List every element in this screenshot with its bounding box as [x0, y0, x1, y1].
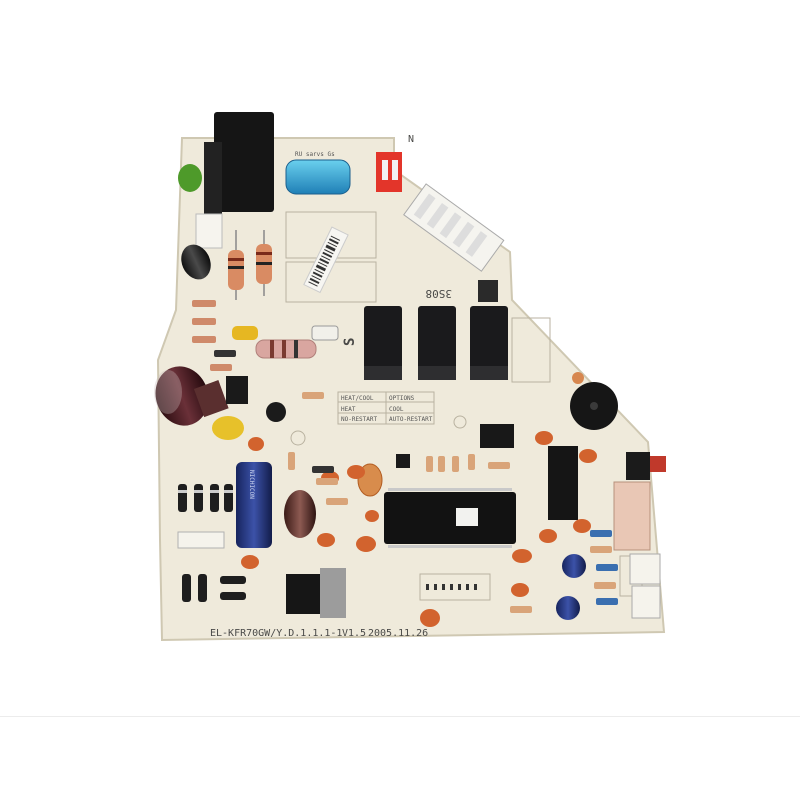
option-table: HEAT/COOL OPTIONS HEAT COOL NO-RESTART A…: [341, 395, 433, 423]
brown-capacitor: [284, 490, 316, 538]
svg-text:AUTO-RESTART: AUTO-RESTART: [389, 416, 433, 423]
cap-bottom-2: [556, 596, 580, 620]
ceramic-capacitors: [241, 431, 597, 627]
power-relay: [214, 112, 274, 212]
svg-text:OPTIONS: OPTIONS: [389, 395, 415, 402]
left-connector: [195, 213, 223, 249]
heatsink-tab: [320, 568, 346, 618]
board-version: V1.5: [342, 628, 366, 639]
black-connector-tip: [478, 280, 498, 302]
svg-text:COOL: COOL: [389, 406, 404, 413]
large-electrolytic-capacitor: [154, 366, 229, 426]
mcu-pins: [388, 488, 512, 548]
mcu-label: [456, 508, 478, 526]
green-capacitor: [178, 164, 202, 192]
part-number: EL-KFR70GW/Y.D.1.1.1-1: [210, 628, 342, 639]
small-diodes-left: [192, 300, 236, 371]
barcode-sticker: [303, 226, 349, 294]
svg-text:NO-RESTART: NO-RESTART: [341, 416, 378, 423]
cap-bottom-1: [562, 554, 586, 578]
yellow-capacitor: [232, 326, 258, 340]
switch-red-tab: [650, 456, 666, 472]
letter-s: S: [342, 338, 358, 346]
relay-side: [204, 142, 222, 214]
transistor-round: [266, 402, 286, 422]
svg-text:NICHICON: NICHICON: [248, 470, 255, 499]
main-microcontroller: [384, 492, 516, 544]
small-ic: [480, 424, 514, 448]
fuse: [311, 325, 339, 341]
svg-text:HEAT: HEAT: [341, 406, 356, 413]
tactile-switch: [626, 452, 650, 480]
black-capacitor: [181, 244, 211, 280]
power-resistors: [228, 230, 272, 300]
transistor: [396, 454, 410, 468]
small-orange-cap: [572, 372, 584, 384]
red-connector: [376, 152, 402, 192]
blue-capacitor: [236, 462, 272, 548]
cap-marking: RU sarvs Gs: [295, 151, 335, 158]
bottom-left-connector: [177, 531, 225, 549]
right-connector-1: [629, 553, 661, 585]
bottom-divider: [0, 716, 800, 717]
code-3s08: 3S08: [426, 287, 453, 300]
right-connector-2: [631, 585, 661, 619]
voltage-regulator: [286, 574, 322, 614]
yellow-component: [212, 416, 244, 440]
relay-bank: [364, 306, 508, 380]
x-capacitor: [285, 159, 351, 195]
pin-header: [426, 584, 477, 590]
letter-n: N: [408, 134, 414, 145]
small-resistors: [288, 392, 618, 613]
rectifier-diodes: [178, 484, 246, 602]
white-angled-connector: [403, 183, 505, 272]
regulator-ic: [226, 376, 248, 404]
board-date: 2005.11.26: [368, 628, 428, 639]
svg-text:HEAT/COOL: HEAT/COOL: [341, 395, 374, 402]
driver-ic: [548, 446, 578, 520]
orange-connector: [613, 481, 651, 551]
